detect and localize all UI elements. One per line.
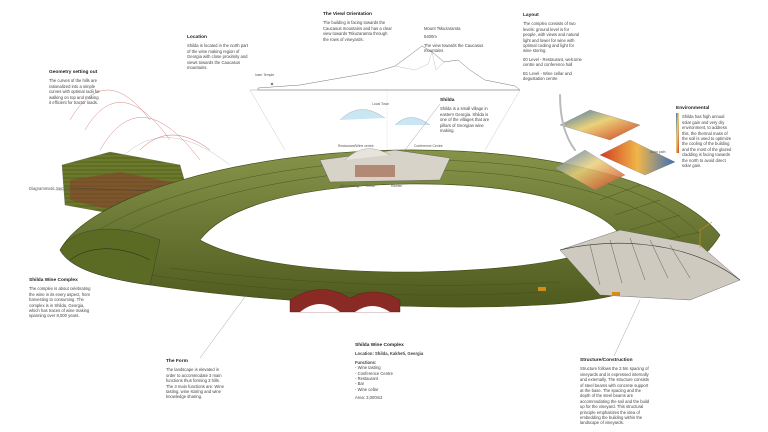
shilda-title: Shilda <box>440 98 455 103</box>
location-title: Location <box>187 35 207 40</box>
diagrammatic-section-label: Diagrammatic Section <box>29 186 70 191</box>
main-location: Location: Shilda, Kakheti, Georgia <box>355 351 424 357</box>
main-functions-label: Functions: <box>355 359 377 365</box>
mountain-block: Mount Tskuzaramta 5400m The view towards… <box>424 26 494 57</box>
section-label-3: Wine tasting <box>340 184 359 188</box>
location-body: Shilda is located in the north part of t… <box>187 43 248 71</box>
town-label: Local Town <box>372 102 389 106</box>
red-hills <box>289 289 401 313</box>
main-info-block: Shilda Wine Complex Location: Shilda, Ka… <box>355 343 425 404</box>
section-label-2: Conference Centre <box>414 144 443 148</box>
temple-label: Ivam Temple <box>255 73 275 77</box>
mountain-name: Mount Tskuzaramta <box>424 26 461 31</box>
geometry-body: The curves of the hills are rationalized… <box>49 78 100 106</box>
solar-analysis <box>554 94 679 191</box>
environmental-block: Environmental Shilda has high annual sol… <box>676 106 732 171</box>
structure-body: Structure follows the 2.5m spacing of vi… <box>580 366 650 426</box>
construction-area <box>538 221 741 301</box>
functions-list: Wine tasting Conference Centre Restauran… <box>355 365 425 392</box>
environmental-body: Shilda has high annual solar gain and ve… <box>682 114 732 169</box>
mountain-panorama <box>249 45 521 151</box>
layout-level-00: 00 Level - Restaurant, welcome centre an… <box>523 56 582 68</box>
structure-block: Structure/Construction Structure follows… <box>580 358 652 429</box>
main-area: Area: 3,000m2 <box>355 395 383 401</box>
section-label-4: Cellar <box>366 184 375 188</box>
truck <box>538 287 546 291</box>
function-item: Conference Centre <box>355 371 425 376</box>
complex-body: The complex is about celebrating the win… <box>29 286 91 319</box>
geometry-block: Geometry setting out The curves of the h… <box>49 70 101 108</box>
temple-marker <box>270 82 274 86</box>
crane <box>699 221 713 248</box>
solar-path-label: Solar path <box>650 150 666 154</box>
form-body: The landscape is elevated in order to ac… <box>166 367 224 400</box>
section-label-1: Restaurant/Wine centre <box>338 144 374 148</box>
function-item: Restaurant <box>355 376 425 381</box>
layout-body: The complex consists of two levels: grou… <box>523 21 580 54</box>
complex-block: Shilda Wine Complex The complex is about… <box>29 278 93 322</box>
function-item: Wine cellar <box>355 387 425 392</box>
vineyard-ring <box>59 149 721 308</box>
structure-title: Structure/Construction <box>580 358 633 363</box>
mountain-caption: The view towards the Caucasus mountains <box>424 42 484 54</box>
view-orientation-block: The View/ Orientation The building is fa… <box>323 12 393 45</box>
layout-title: Layout <box>523 13 539 18</box>
color-scale-legend <box>676 113 679 153</box>
mountain-height: 5400m <box>424 34 437 40</box>
function-item: Wine tasting <box>355 365 425 370</box>
layout-block: Layout The complex consists of two level… <box>523 13 583 84</box>
location-block: Location Shilda is located in the north … <box>187 35 249 73</box>
sun-arrow <box>559 94 576 151</box>
central-building <box>319 109 451 183</box>
main-title: Shilda Wine Complex <box>355 343 404 348</box>
view-title: The View/ Orientation <box>323 12 372 17</box>
shilda-block: Shilda Shilda is a small village in east… <box>440 98 492 136</box>
form-title: The Form <box>166 359 188 364</box>
shilda-body: Shilda is a small village in eastern Geo… <box>440 106 490 134</box>
environmental-title: Environmental <box>676 106 710 111</box>
geometry-title: Geometry setting out <box>49 70 98 75</box>
complex-title: Shilda Wine Complex <box>29 278 78 283</box>
excavator <box>612 292 620 296</box>
section-label-5: Kitchen <box>391 184 403 188</box>
function-item: Bar <box>355 381 425 386</box>
view-body: The building is facing towards the Cauca… <box>323 20 392 42</box>
layout-level-b1: B1 Level - Wine cellar and degustation c… <box>523 70 572 82</box>
form-block: The Form The landscape is elevated in or… <box>166 359 228 403</box>
